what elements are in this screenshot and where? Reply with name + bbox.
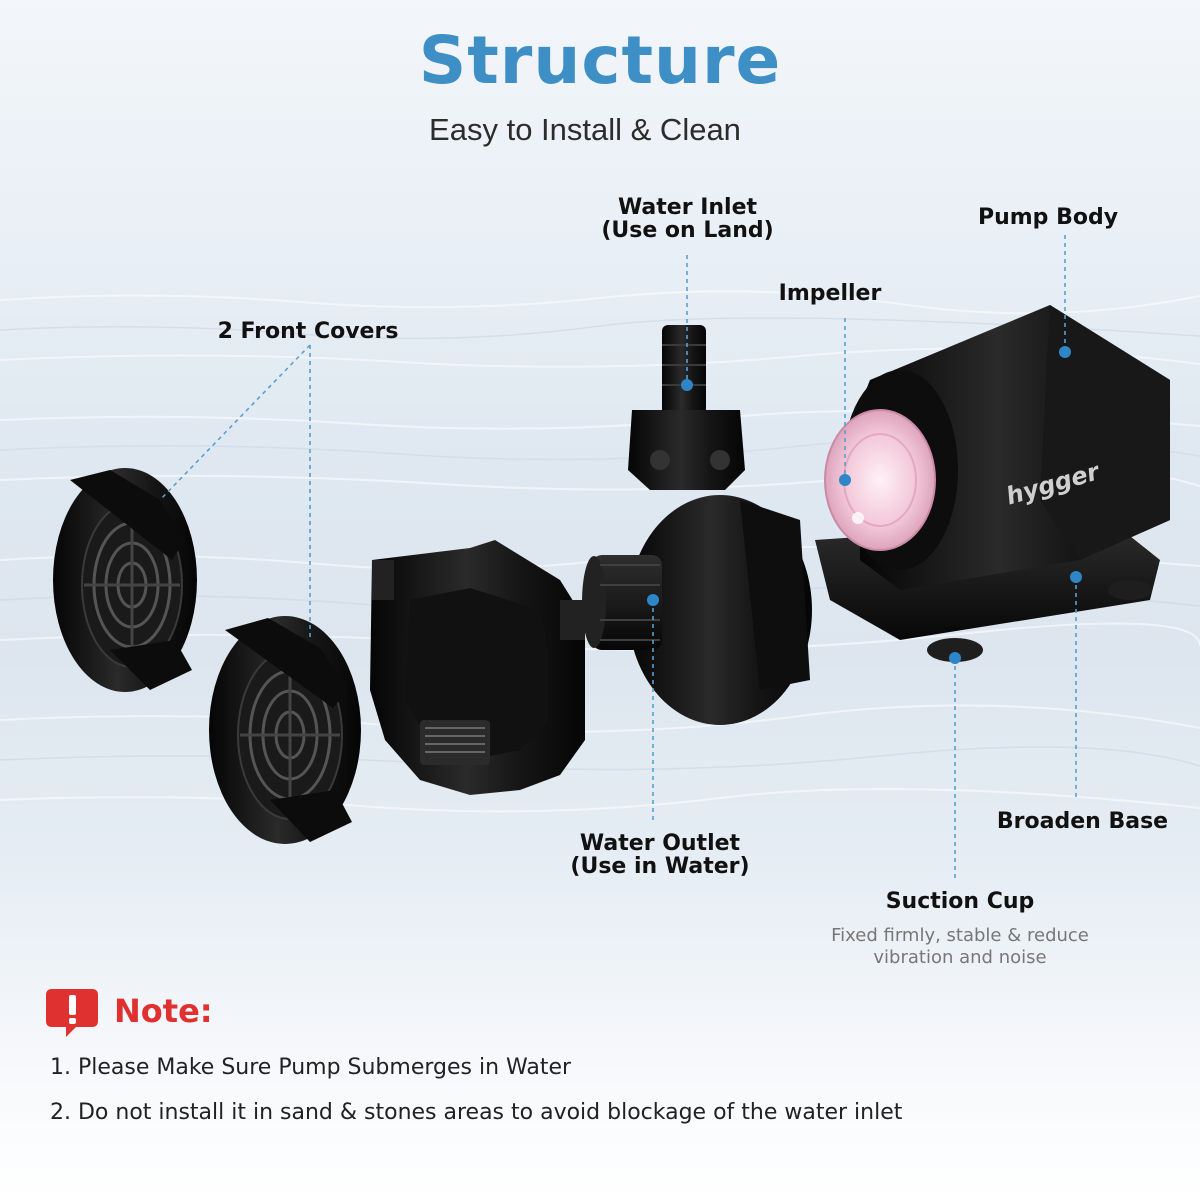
suction-cup-description: Fixed firmly, stable & reduce vibration …	[790, 925, 1130, 969]
page-subtitle: Easy to Install & Clean	[429, 112, 741, 147]
label-water-inlet-line1: Water Inlet	[617, 195, 758, 220]
label-water-outlet-line1: Water Outlet	[579, 831, 741, 856]
label-water-inlet: Water Inlet (Use on Land)	[585, 196, 790, 242]
clamp-ring	[370, 540, 585, 795]
front-cover-2	[209, 616, 361, 844]
leader-lines	[159, 235, 1082, 880]
suction-cup-desc-line2: vibration and noise	[873, 947, 1047, 968]
note-item-1: 1. Please Make Sure Pump Submerges in Wa…	[50, 1055, 572, 1080]
label-suction-cup: Suction Cup	[885, 889, 1035, 914]
note-item-2: 2. Do not install it in sand & stones ar…	[50, 1100, 903, 1125]
label-front-covers: 2 Front Covers	[217, 319, 399, 344]
label-impeller: Impeller	[778, 281, 882, 306]
exclamation-speech-bubble-icon	[46, 989, 98, 1037]
label-water-outlet-line2: (Use in Water)	[570, 854, 750, 879]
label-pump-body: Pump Body	[977, 205, 1119, 230]
pump-head	[582, 325, 812, 725]
pump-body	[815, 305, 1170, 662]
label-water-outlet: Water Outlet (Use in Water)	[555, 832, 765, 878]
suction-cup-desc-line1: Fixed firmly, stable & reduce	[831, 925, 1089, 946]
note-title: Note:	[114, 992, 213, 1030]
label-water-inlet-line2: (Use on Land)	[601, 218, 774, 243]
front-cover-1	[53, 468, 197, 692]
label-broaden-base: Broaden Base	[996, 809, 1169, 834]
page-title: Structure	[418, 22, 782, 99]
